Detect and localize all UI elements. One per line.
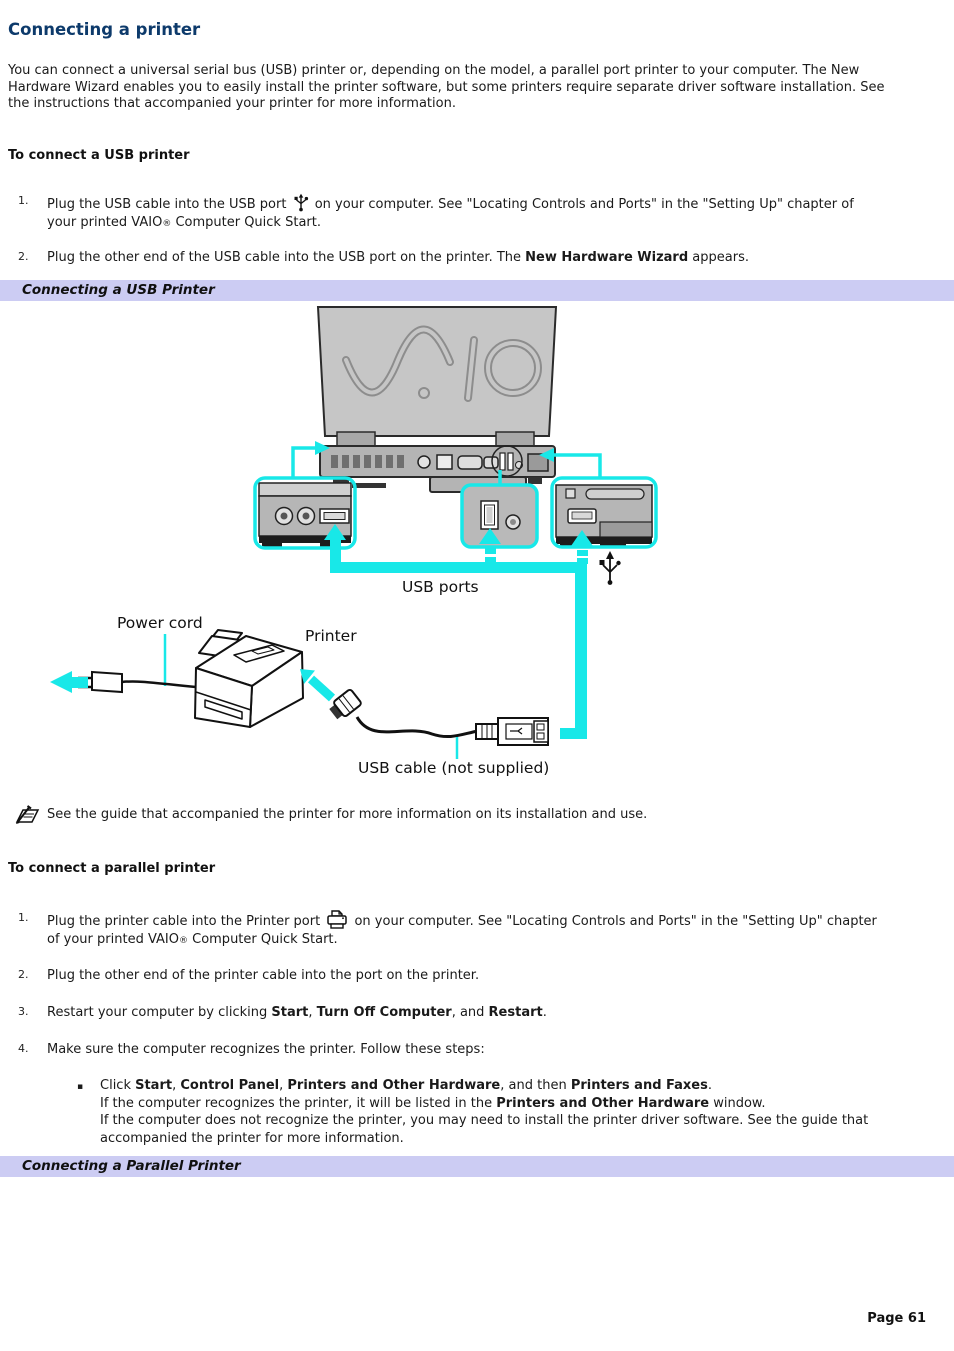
connection-diagram: USB ports Power cord Printer	[50, 306, 658, 777]
callout-arrowhead	[315, 441, 330, 455]
page-title: Connecting a printer	[8, 20, 201, 39]
list-number: 2.	[18, 968, 29, 981]
bullet-glyph: ▪	[77, 1082, 84, 1092]
list-number: 1.	[18, 194, 29, 207]
usb-step-2: 2. Plug the other end of the USB cable i…	[0, 249, 954, 267]
bullet-item: ▪ Click Start, Control Panel, Printers a…	[75, 1077, 887, 1147]
laptop-hinge	[336, 431, 376, 447]
usb-figure-banner: Connecting a USB Printer	[0, 280, 954, 301]
parallel-step-2: 2. Plug the other end of the printer cab…	[0, 967, 954, 985]
parallel-step-1: 1. Plug the printer cable into the Print…	[0, 910, 954, 950]
callout-arrowhead	[539, 448, 554, 462]
printer-label: Printer	[305, 627, 357, 645]
step-text: Make sure the computer recognizes the pr…	[47, 1042, 485, 1057]
laptop-hinge	[495, 431, 535, 447]
cyan-route	[324, 524, 593, 739]
usb-ports-label: USB ports	[402, 578, 479, 596]
power-cord-label: Power cord	[117, 614, 203, 632]
note-icon	[15, 805, 40, 824]
usb-cable-a-connector	[475, 717, 549, 746]
parallel-figure-banner: Connecting a Parallel Printer	[0, 1156, 954, 1177]
power-cord-line	[121, 680, 197, 689]
bullet-line-1: Click Start, Control Panel, Printers and…	[100, 1078, 712, 1093]
usb-cable-b-connector	[329, 688, 362, 720]
printer-port-icon	[327, 910, 348, 929]
laptop-back-panel	[319, 445, 556, 493]
note: See the guide that accompanied the print…	[14, 805, 647, 825]
printer-illustration	[194, 629, 304, 728]
power-arrow	[50, 671, 88, 693]
vaio-logo	[342, 325, 542, 402]
bullet-text: Click Start, Control Panel, Printers and…	[100, 1077, 887, 1147]
parallel-section-heading: To connect a parallel printer	[8, 861, 216, 876]
bullet-line-2: If the computer recognizes the printer, …	[100, 1095, 766, 1111]
usb-cable-cord	[355, 716, 479, 738]
list-number: 2.	[18, 250, 29, 263]
cable-arrow	[300, 669, 336, 702]
parallel-step-3: 3. Restart your computer by clicking Sta…	[0, 1004, 954, 1022]
parallel-step-4: 4. Make sure the computer recognizes the…	[0, 1041, 954, 1059]
bullet-line-3: If the computer does not recognize the p…	[100, 1113, 869, 1146]
step-text: Restart your computer by clicking Start,…	[47, 1005, 547, 1020]
list-number: 4.	[18, 1042, 29, 1055]
step-text: Plug the printer cable into the Printer …	[47, 910, 879, 950]
step-text: Plug the USB cable into the USB port on …	[47, 193, 879, 233]
step-text: Plug the other end of the USB cable into…	[47, 250, 749, 265]
list-number: 3.	[18, 1005, 29, 1018]
intro-paragraph: You can connect a universal serial bus (…	[8, 63, 885, 111]
page-number: Page 61	[867, 1311, 926, 1326]
laptop-lid	[316, 306, 558, 437]
usb-step-1: 1. Plug the USB cable into the USB port …	[0, 193, 954, 233]
usb-symbol-icon	[599, 551, 621, 585]
usb-section-heading: To connect a USB printer	[8, 148, 190, 163]
right-usb-port-callout	[550, 476, 658, 549]
registered-mark: ®	[162, 218, 172, 229]
list-number: 1.	[18, 911, 29, 924]
usb-port-icon	[294, 193, 308, 212]
note-text: See the guide that accompanied the print…	[47, 807, 648, 822]
middle-usb-port-callout	[460, 483, 539, 549]
usb-cable-label: USB cable (not supplied)	[358, 759, 549, 777]
step-text: Plug the other end of the printer cable …	[47, 968, 480, 983]
registered-mark: ®	[178, 935, 188, 946]
